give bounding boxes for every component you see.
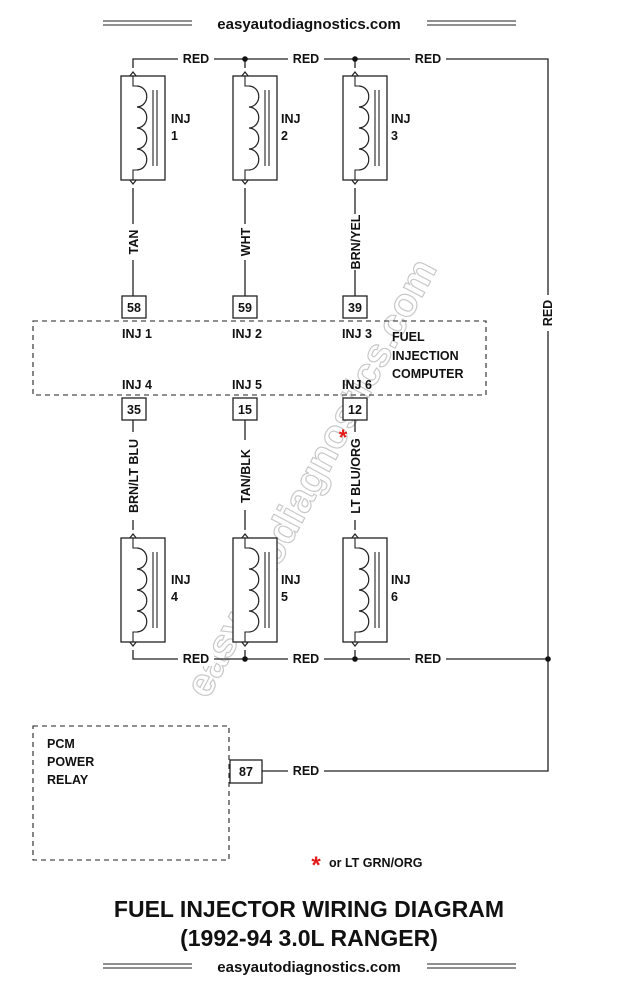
pin-number-inj6: 12: [348, 403, 362, 417]
title-line-2: (1992-94 3.0L RANGER): [180, 925, 438, 951]
wire-label-red-bottom-3: RED: [415, 652, 441, 666]
wire-label-red-vertical: RED: [541, 300, 555, 326]
wire-label-inj6: LT BLU/ORG: [349, 438, 363, 513]
pin-number-inj1: 58: [127, 301, 141, 315]
pin-box-12: [342, 397, 368, 421]
computer-outline: [32, 320, 487, 396]
pin-box-39: [342, 295, 368, 319]
pin-label-inj3: INJ 3: [342, 327, 372, 341]
injector-3-word: INJ: [391, 112, 411, 126]
injector-2-symbol: [232, 71, 278, 185]
injector-6-symbol: [342, 533, 388, 647]
computer-name-line-1: FUEL: [392, 330, 425, 344]
pin-number-inj4: 35: [127, 403, 141, 417]
footnote: * or LT GRN/ORG: [311, 852, 422, 879]
relay-pin-number: 87: [239, 765, 253, 779]
pin-label-inj2: INJ 2: [232, 327, 262, 341]
injector-wire-labels: TAN WHT BRN/YEL BRN/LT BLU TAN/BLK LT BL…: [126, 214, 363, 520]
injector-1-number: 1: [171, 129, 178, 143]
relay-outline: [32, 725, 230, 861]
injector-4-symbol: [120, 533, 166, 647]
pin-label-inj1: INJ 1: [122, 327, 152, 341]
note-asterisk-wire: *: [339, 425, 348, 450]
relay-name-line-2: POWER: [47, 755, 94, 769]
pin-label-inj6: INJ 6: [342, 378, 372, 392]
injectors: [120, 71, 388, 647]
injector-3-symbol: [342, 71, 388, 185]
pin-label-inj5: INJ 5: [232, 378, 262, 392]
wire-label-inj4: BRN/LT BLU: [127, 439, 141, 513]
header-bottom: easyautodiagnostics.com: [103, 959, 516, 976]
wire-label-red-bottom-1: RED: [183, 652, 209, 666]
computer-name-line-3: COMPUTER: [392, 367, 464, 381]
site-name-bottom: easyautodiagnostics.com: [217, 959, 400, 976]
site-name-top: easyautodiagnostics.com: [217, 16, 400, 33]
computer-pins: 58 59 39 35 15 12 INJ 1 INJ 2 INJ 3 INJ …: [121, 295, 372, 421]
pin-number-inj2: 59: [238, 301, 252, 315]
header-top: easyautodiagnostics.com: [103, 16, 516, 33]
injector-5-symbol: [232, 533, 278, 647]
pin-box-15: [232, 397, 258, 421]
injector-4-word: INJ: [171, 573, 191, 587]
wire-label-inj5: TAN/BLK: [239, 449, 253, 503]
fuel-injection-computer: FUEL INJECTION COMPUTER: [32, 320, 487, 396]
wire-label-inj2: WHT: [239, 227, 253, 256]
injector-labels: INJ 1 INJ 2 INJ 3 INJ 4 INJ 5 INJ 6: [171, 112, 411, 604]
junction-dots: [242, 56, 551, 662]
injector-5-number: 5: [281, 590, 288, 604]
relay-pin-box: [229, 759, 263, 784]
pin-box-58: [121, 295, 147, 319]
injector-1-symbol: [120, 71, 166, 185]
title-line-1: FUEL INJECTOR WIRING DIAGRAM: [114, 896, 504, 922]
relay-name-line-3: RELAY: [47, 773, 89, 787]
injector-1-word: INJ: [171, 112, 191, 126]
pin-label-inj4: INJ 4: [122, 378, 152, 392]
injector-6-word: INJ: [391, 573, 411, 587]
red-labels: RED RED RED RED RED RED RED RED: [178, 52, 555, 778]
injector-4-number: 4: [171, 590, 178, 604]
wire-label-inj3: BRN/YEL: [349, 214, 363, 269]
title-block: FUEL INJECTOR WIRING DIAGRAM (1992-94 3.…: [114, 896, 504, 951]
note-text: or LT GRN/ORG: [329, 856, 423, 870]
note-asterisk-legend: *: [311, 852, 321, 879]
pin-box-35: [121, 397, 147, 421]
watermark-text: easyautodiagnostics.com: [177, 252, 445, 704]
wire-label-inj1: TAN: [127, 230, 141, 255]
pin-box-59: [232, 295, 258, 319]
relay-name-line-1: PCM: [47, 737, 75, 751]
injector-5-word: INJ: [281, 573, 301, 587]
injector-2-word: INJ: [281, 112, 301, 126]
wire-label-red-top-3: RED: [415, 52, 441, 66]
computer-name-line-2: INJECTION: [392, 349, 459, 363]
pin-number-inj5: 15: [238, 403, 252, 417]
pcm-power-relay: PCM POWER RELAY 87: [32, 725, 263, 861]
injector-6-number: 6: [391, 590, 398, 604]
pin-number-inj3: 39: [348, 301, 362, 315]
injector-3-number: 3: [391, 129, 398, 143]
wire-label-red-bottom-2: RED: [293, 652, 319, 666]
wire-label-red-top-1: RED: [183, 52, 209, 66]
wire-label-red-relay: RED: [293, 764, 319, 778]
wire-label-red-top-2: RED: [293, 52, 319, 66]
injector-2-number: 2: [281, 129, 288, 143]
